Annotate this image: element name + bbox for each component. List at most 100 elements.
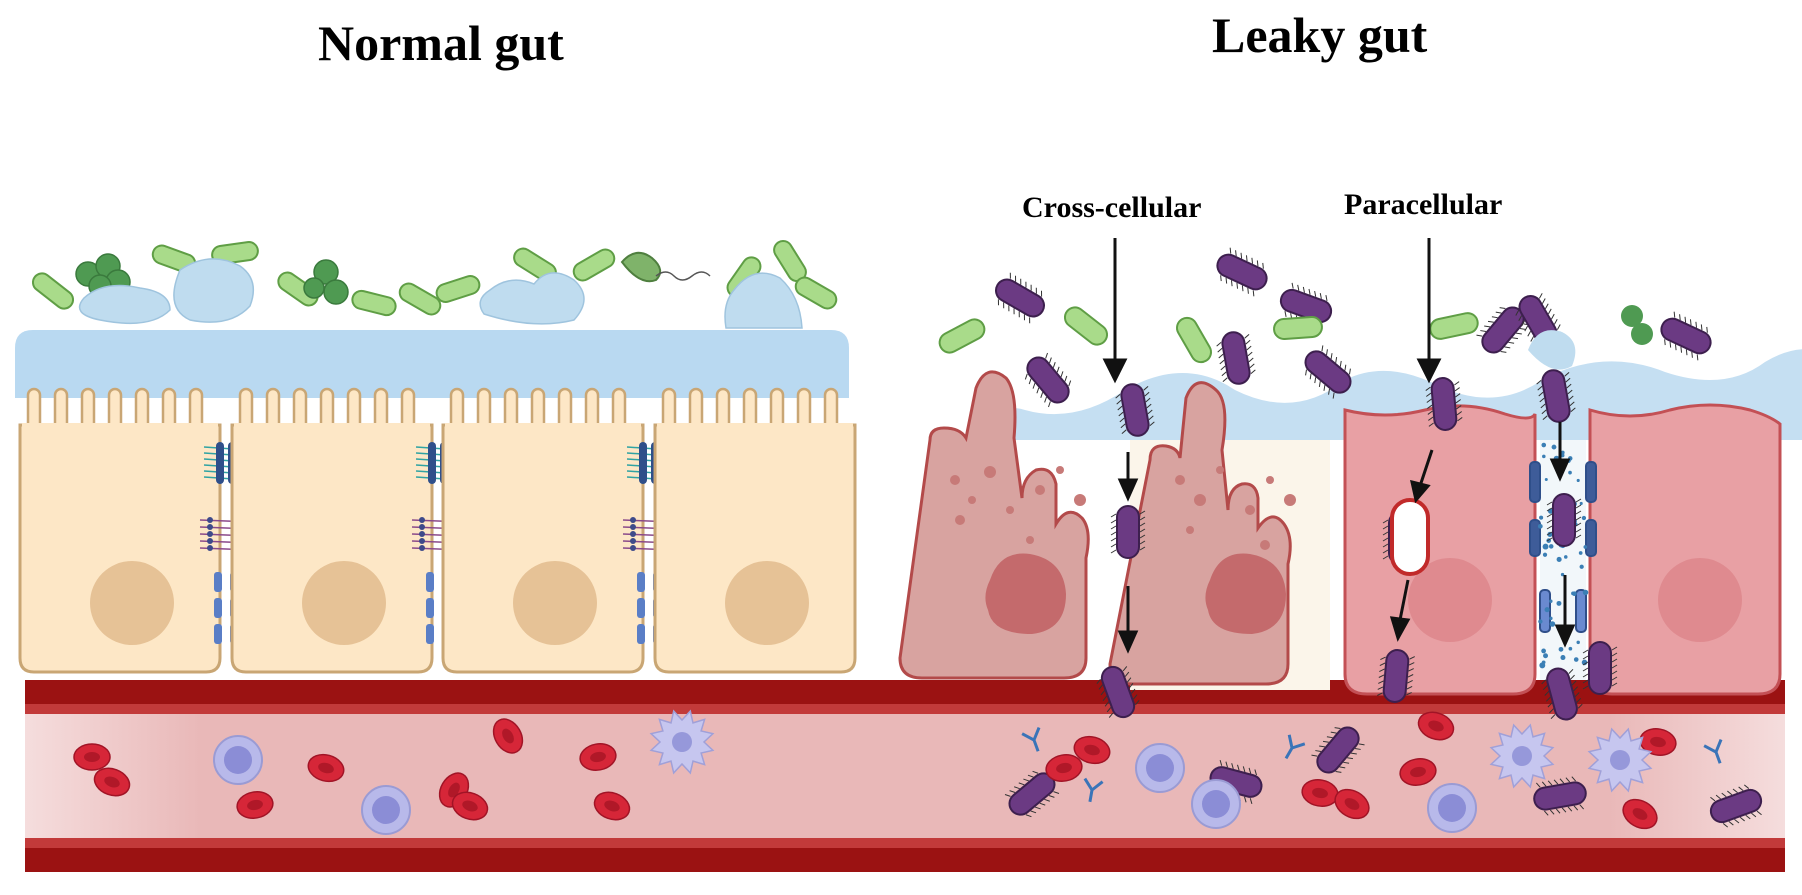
pilus xyxy=(1738,786,1744,792)
pilus xyxy=(1542,415,1548,421)
pilus xyxy=(1149,421,1155,427)
commensal-bacterium xyxy=(277,271,319,307)
macrophage-nucleus xyxy=(1610,750,1630,770)
pilus xyxy=(1098,684,1104,690)
pilus xyxy=(1308,288,1311,295)
adherens-dot xyxy=(630,531,636,537)
rbc-center xyxy=(84,752,100,762)
rbc-center xyxy=(604,800,620,812)
antibody xyxy=(1021,726,1041,752)
adherens-dot xyxy=(207,517,213,523)
pilus xyxy=(1100,690,1106,696)
damaged-nucleus xyxy=(985,553,1066,634)
pilus xyxy=(1284,311,1287,317)
leaked-particle xyxy=(1547,531,1553,537)
pilus xyxy=(1574,692,1580,698)
desmosome xyxy=(214,572,222,592)
commensal-bacterium xyxy=(794,276,838,310)
pilus xyxy=(1382,519,1389,524)
rbc-center xyxy=(1312,787,1328,799)
pilus xyxy=(1311,754,1318,757)
pilus xyxy=(1568,668,1574,674)
pathogen xyxy=(1536,369,1576,423)
pilus xyxy=(1407,680,1413,684)
vessel-wall-bottom xyxy=(25,848,1785,872)
inflamed-cell xyxy=(1588,403,1782,696)
pilus xyxy=(1302,286,1305,293)
pathogen xyxy=(1096,665,1140,719)
pilus xyxy=(1247,287,1249,294)
pathogen xyxy=(1546,493,1582,547)
leaked-particle xyxy=(1541,648,1546,654)
pilus xyxy=(1570,674,1575,680)
red-blood-cell xyxy=(307,753,345,783)
pilus xyxy=(1222,377,1228,383)
pilus xyxy=(1254,769,1257,776)
red-blood-cell xyxy=(1045,754,1083,782)
pilus xyxy=(1115,393,1121,399)
adherens-dot xyxy=(419,545,425,551)
pathogen-body xyxy=(1660,317,1712,355)
pilus xyxy=(1539,397,1545,403)
pilus xyxy=(1684,316,1687,323)
pathogen xyxy=(1582,641,1618,695)
cell-body-fill xyxy=(22,423,218,437)
pilus xyxy=(1582,667,1589,672)
leaked-particle xyxy=(1542,454,1546,459)
pilus xyxy=(1561,807,1567,813)
commensal-microbiota xyxy=(31,239,838,329)
pilus xyxy=(1330,353,1333,360)
cell-body-fill xyxy=(657,423,853,437)
pilus xyxy=(1518,315,1523,321)
pilus xyxy=(1003,302,1005,309)
pilus xyxy=(1582,661,1589,666)
pathway-arrows xyxy=(1102,238,1576,654)
pathogen-body xyxy=(1546,667,1578,721)
red-blood-cell xyxy=(451,791,489,821)
adherens-dot xyxy=(207,538,213,544)
pilus xyxy=(1541,781,1547,787)
pilus xyxy=(1034,806,1041,810)
pilus xyxy=(1575,516,1582,521)
leaked-particle xyxy=(1568,470,1572,475)
rbc-center xyxy=(590,751,606,763)
pilus xyxy=(1679,314,1681,321)
pilus xyxy=(1139,510,1146,515)
pilus xyxy=(1230,280,1233,287)
pilus xyxy=(1491,316,1498,319)
pilus xyxy=(1582,673,1589,678)
pilus xyxy=(1673,311,1676,318)
pilus xyxy=(1382,531,1389,536)
pilus xyxy=(1020,278,1022,285)
desmosome xyxy=(214,624,222,644)
desmosome xyxy=(426,624,434,644)
pilus xyxy=(1225,761,1228,768)
leaked-particle xyxy=(1539,515,1544,520)
desmosome xyxy=(637,624,645,644)
pilus xyxy=(1036,387,1040,394)
pilus xyxy=(1722,823,1729,828)
inflamed-nucleus xyxy=(1658,558,1742,642)
rbc-center xyxy=(1084,744,1100,756)
pilus xyxy=(1319,745,1326,748)
pilus xyxy=(1576,697,1582,703)
pilus xyxy=(1216,341,1222,347)
pilus xyxy=(1240,252,1243,259)
pilus xyxy=(1245,255,1248,262)
pilus xyxy=(1408,668,1414,672)
pathogen xyxy=(1304,345,1352,399)
pilus xyxy=(1380,656,1386,661)
pilus xyxy=(1456,405,1462,410)
desmosome xyxy=(637,598,645,618)
antibody-shape xyxy=(1083,777,1104,803)
pilus xyxy=(1249,798,1253,804)
pilus xyxy=(1504,346,1511,349)
white-blood-cell xyxy=(361,785,411,835)
pilus xyxy=(1425,386,1431,391)
pilus xyxy=(1018,782,1025,786)
red-blood-cell xyxy=(73,743,111,771)
pilus xyxy=(1032,382,1036,389)
pilus xyxy=(1573,805,1579,811)
pilus xyxy=(1680,346,1683,353)
